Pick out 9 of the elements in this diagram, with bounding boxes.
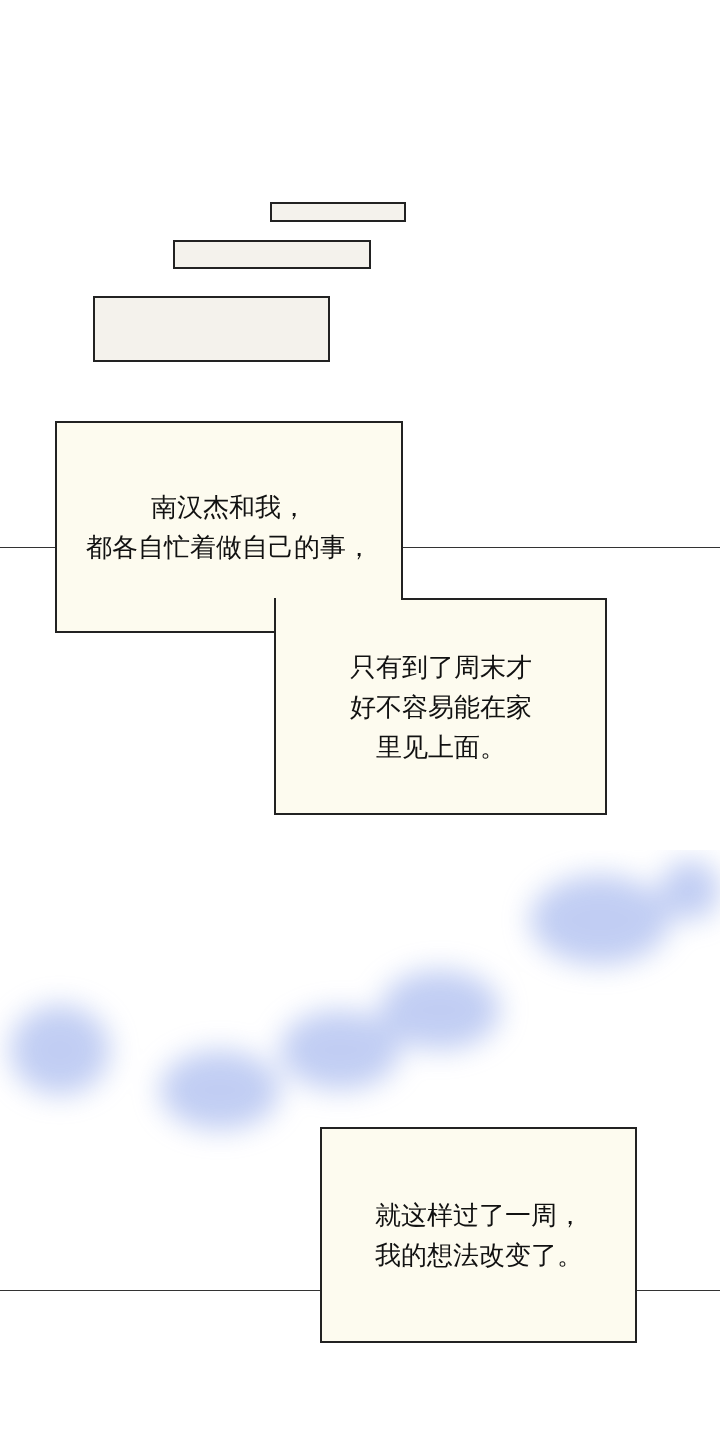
empty-caption-box (270, 202, 406, 222)
narration-box (320, 1127, 637, 1343)
narration-text: 南汉杰和我，都各自忙着做自己的事， (86, 491, 372, 564)
empty-caption-box (93, 296, 330, 362)
narration-box (274, 598, 607, 815)
empty-caption-box (173, 240, 371, 269)
narration-text: 就这样过了一周，我的想法改变了。 (374, 1199, 583, 1272)
narration-box (55, 421, 403, 633)
narration-text: 只有到了周末才好不容易能在家里见上面。 (348, 650, 533, 764)
